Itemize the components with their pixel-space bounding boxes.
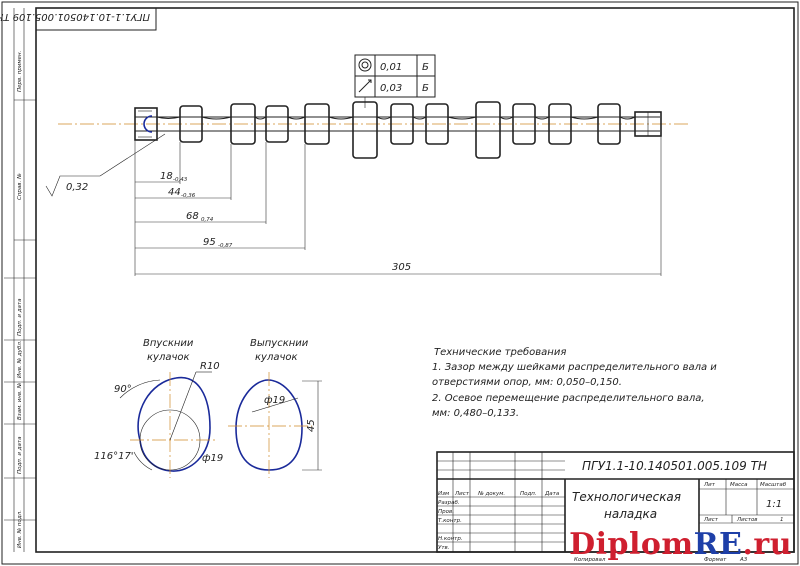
cam-height: 45 — [306, 419, 317, 432]
format-label: Формат — [704, 557, 727, 563]
tol-row1-datum: Б — [422, 62, 429, 73]
format-value: А3 — [739, 557, 748, 563]
cam-r10: R10 — [200, 361, 220, 372]
side-label-perv: Перв. примен. — [17, 50, 23, 92]
side-label-podp1: Подп. и дата — [17, 298, 23, 336]
tb-header-lit: Лит — [703, 482, 716, 488]
dim-95: 95 — [203, 237, 216, 248]
watermark-logo: DiplomRE.ru — [569, 527, 792, 562]
cam-views: Впускнии кулачок Выпускнии кулачок R10 9… — [94, 338, 322, 478]
watermark-part3: .ru — [742, 527, 792, 562]
intake-title-line1: Впускнии — [143, 338, 194, 349]
tb-col-doc: № докум. — [477, 491, 505, 497]
tb-col-list: Лист — [454, 491, 470, 497]
tb-sheet-label: Лист — [703, 517, 719, 523]
requirements-line2: отверстиями опор, мм: 0,050–0,150. — [432, 377, 622, 388]
side-label-podl: Инв. № подл. — [17, 510, 23, 548]
tb-row-utv: Утв. — [438, 545, 450, 551]
tb-sheets-value: 1 — [780, 517, 784, 523]
tb-col-izm: Изм — [438, 491, 449, 497]
cam-phi19-right: ф19 — [264, 395, 285, 406]
dim-95-tol: -0,87 — [218, 243, 233, 249]
tb-scale-value: 1:1 — [766, 499, 782, 510]
tb-header-scale: Масштаб — [760, 482, 787, 488]
requirements-line4: мм: 0,480–0,133. — [432, 408, 519, 419]
side-label-vzam: Взам. инв. № — [17, 382, 23, 420]
tb-header-mass: Масса — [730, 482, 748, 488]
tb-row-tkontr: Т.контр. — [438, 518, 462, 524]
dim-68-tol: 0,74 — [201, 217, 214, 223]
tb-row-prov: Пров. — [438, 509, 454, 515]
kopiroval-label: Копировал — [574, 557, 606, 563]
title-block: ПГУ1.1-10.140501.005.109 ТН Изм Лист № д… — [436, 451, 795, 553]
tb-sheets-label: Листов — [736, 517, 758, 523]
tb-col-date: Дата — [544, 491, 560, 497]
exhaust-title-line1: Выпускнии — [250, 338, 309, 349]
exhaust-cam-profile — [235, 379, 303, 471]
left-margin-strip: Перв. примен. Справ. № Подп. и дата Инв.… — [4, 8, 36, 552]
cam-phi19-left: ф19 — [202, 453, 223, 464]
requirements-title: Технические требования — [434, 346, 566, 358]
cam-angle90: 90° — [114, 384, 132, 395]
exhaust-title-line2: кулачок — [255, 352, 298, 363]
roughness-value: 0,32 — [66, 182, 88, 193]
intake-title-line2: кулачок — [147, 352, 190, 363]
watermark-part1: Diplom — [569, 527, 694, 562]
watermark-part2: RE — [693, 527, 743, 562]
tol-row2-datum: Б — [422, 83, 429, 94]
technical-requirements: Технические требования 1. Зазор между ше… — [432, 346, 717, 419]
cam-angle116: 116°17' — [94, 451, 134, 462]
side-label-sprav: Справ. № — [17, 173, 23, 200]
tolerance-frame: 0,01 Б 0,03 Б — [354, 54, 436, 108]
tb-code: ПГУ1.1-10.140501.005.109 ТН — [582, 459, 767, 473]
tb-name-line2: наладка — [604, 507, 657, 521]
dim-44-tol: -0,36 — [181, 193, 196, 199]
tb-row-nkontr: Н.контр. — [438, 536, 463, 542]
requirements-line3: 2. Осевое перемещение распределительного… — [432, 393, 705, 404]
requirements-line1: 1. Зазор между шейками распределительног… — [432, 362, 717, 373]
intake-cam-profile — [137, 376, 211, 472]
dim-18: 18 — [160, 171, 173, 182]
dim-305: 305 — [392, 262, 411, 273]
dim-68: 68 — [186, 211, 199, 222]
side-label-dubl: Инв. № дубл. — [17, 340, 23, 378]
side-label-podp2: Подп. и дата — [17, 436, 23, 474]
tb-row-razrab: Разраб. — [438, 500, 460, 506]
camshaft — [58, 101, 690, 159]
dimensions: 18 -0,43 44 -0,36 68 0,74 95 -0,87 305 — [134, 136, 662, 276]
tol-row1-value: 0,01 — [380, 62, 402, 73]
rotated-code-box: ПГУ1.1-10.140501.005.109 ТН — [0, 7, 157, 31]
tol-row2-value: 0,03 — [380, 83, 402, 94]
rotated-code: ПГУ1.1-10.140501.005.109 ТН — [0, 11, 150, 22]
roughness-mark: 0,32 — [45, 133, 166, 197]
tb-name-line1: Технологическая — [572, 490, 681, 504]
dim-18-tol: -0,43 — [173, 177, 188, 183]
tb-col-sign: Подп. — [520, 491, 537, 497]
drawing-frame — [35, 7, 795, 553]
dim-44: 44 — [168, 187, 181, 198]
